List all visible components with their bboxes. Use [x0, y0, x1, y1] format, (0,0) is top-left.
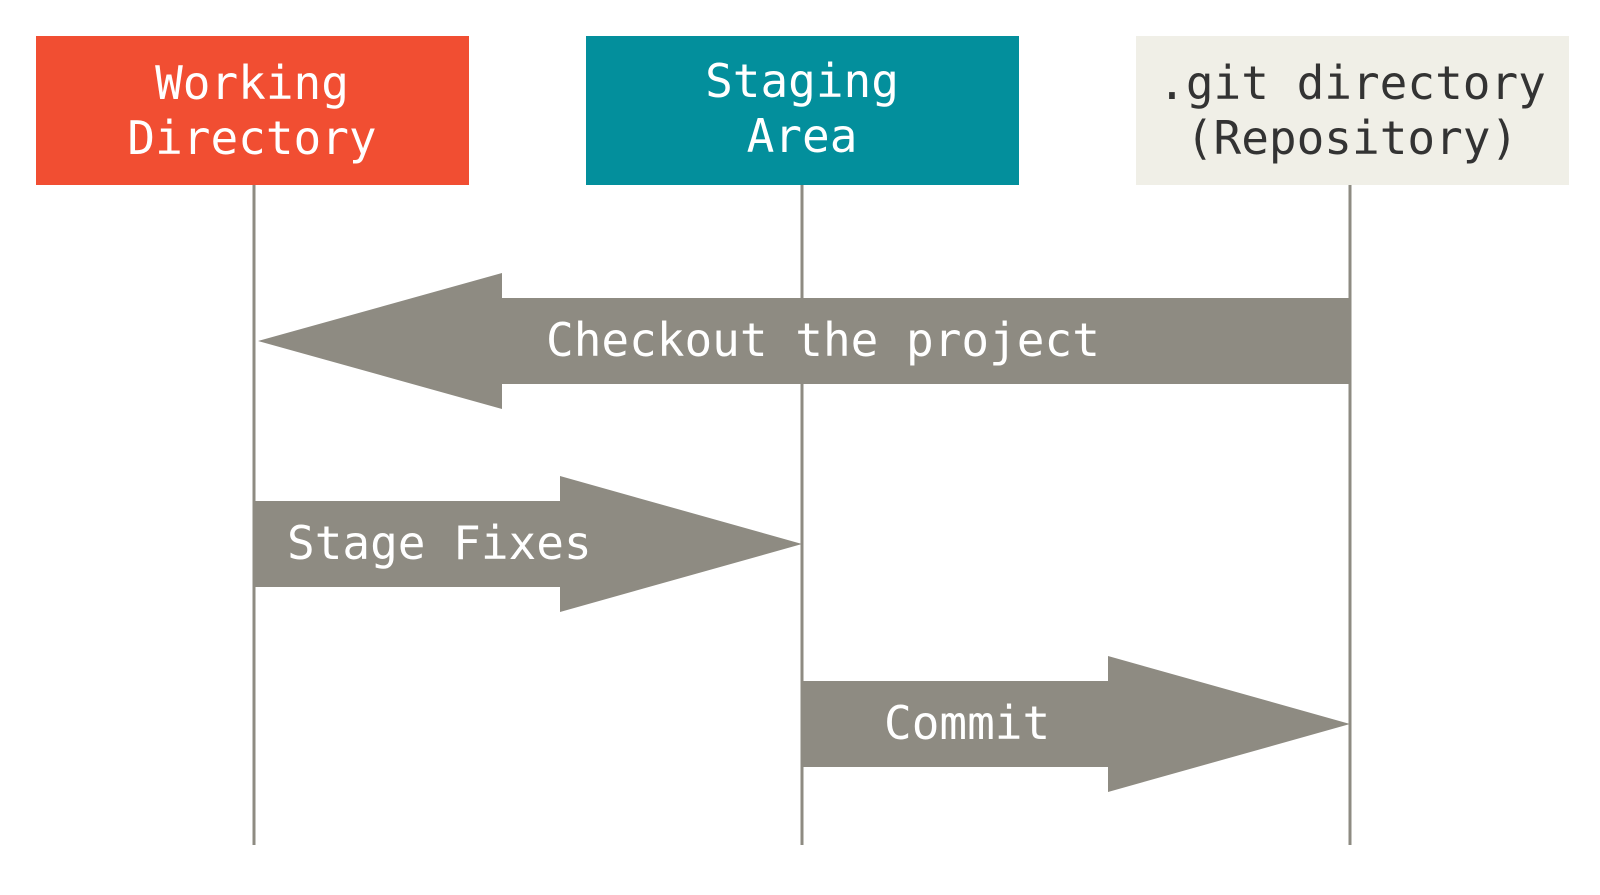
- repository-label-line2: (Repository): [1186, 111, 1518, 165]
- commit-arrow-shape: [802, 656, 1350, 792]
- repository-box-bg: [1136, 36, 1569, 185]
- stage-fixes-arrow: Stage Fixes: [254, 476, 802, 612]
- working-directory-label-line1: Working: [155, 56, 349, 110]
- checkout-arrow-shape: [258, 273, 1350, 409]
- staging-area-label-line2: Area: [747, 109, 858, 163]
- repository-label-line1: .git directory: [1158, 56, 1546, 110]
- commit-arrow: Commit: [802, 656, 1350, 792]
- working-directory-box: Working Directory: [36, 36, 469, 185]
- checkout-arrow-label: Checkout the project: [546, 313, 1100, 367]
- staging-area-box-bg: [586, 36, 1019, 185]
- commit-arrow-label: Commit: [884, 696, 1050, 750]
- working-directory-label-line2: Directory: [127, 111, 376, 165]
- working-directory-box-bg: [36, 36, 469, 185]
- staging-area-label-line1: Staging: [705, 54, 899, 108]
- checkout-arrow: Checkout the project: [258, 273, 1350, 409]
- repository-box: .git directory (Repository): [1136, 36, 1569, 185]
- stage-fixes-arrow-shape: [254, 476, 802, 612]
- stage-fixes-arrow-label: Stage Fixes: [287, 516, 592, 570]
- staging-area-box: Staging Area: [586, 36, 1019, 185]
